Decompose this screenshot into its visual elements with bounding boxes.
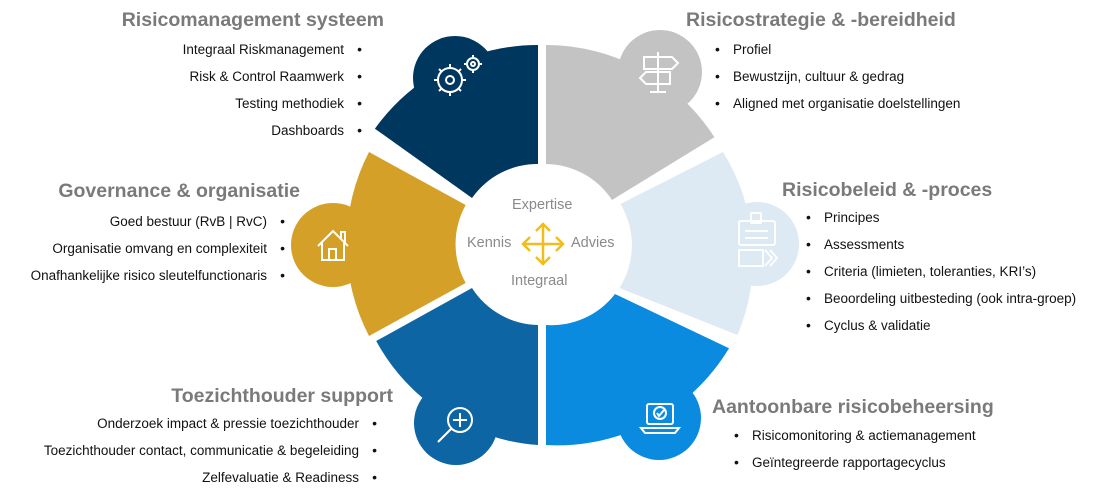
segment-risk-system[interactable] [374,44,538,198]
list-item: Geïntegreerde rapportagecyclus [734,449,976,476]
list-item: Principes [806,204,1076,231]
segment-governance[interactable] [346,152,466,336]
list-supervisor: Onderzoek impact & pressie toezichthoude… [44,410,377,491]
list-item: Onafhankelijke risico sleutelfunctionari… [31,262,285,289]
magnifier-plus-icon [437,407,473,443]
document-lock-icon [738,212,779,267]
list-item: Criteria (limieten, toleranties, KRI’s) [806,258,1076,285]
heading-control: Aantoonbare risicobeheersing [712,396,994,418]
list-item: Organisatie omvang en complexiteit [31,235,285,262]
list-item: Integraal Riskmanagement [183,36,362,63]
center-label-expertise: Expertise [512,197,573,213]
list-item: Onderzoek impact & pressie toezichthoude… [44,410,377,437]
list-item: Toezichthouder contact, communicatie & b… [44,437,377,464]
list-item: Risk & Control Raamwerk [183,63,362,90]
center-label-kennis: Kennis [467,235,512,251]
heading-policy: Risicobeleid & -proces [782,179,993,201]
list-item: Risicomonitoring & actiemanagement [734,422,976,449]
segment-policy[interactable] [619,152,754,335]
center-label-integraal: Integraal [511,273,568,289]
list-item: Beoordeling uitbesteding (ook intra-groe… [806,285,1076,312]
list-policy: Principes Assessments Criteria (limieten… [806,204,1076,339]
gears-icon [434,55,482,96]
signpost-icon [638,52,680,93]
center-arrows-icon [521,222,565,266]
list-item: Aligned met organisatie doelstellingen [715,90,960,117]
heading-governance: Governance & organisatie [58,180,300,202]
list-item: Profiel [715,36,960,63]
list-item: Dashboards [183,117,362,144]
heading-strategy: Risicostrategie & -bereidheid [686,9,956,31]
heading-risk-system: Risicomanagement systeem [121,9,384,31]
list-control: Risicomonitoring & actiemanagement Geïnt… [734,422,976,476]
laptop-check-icon [638,403,682,434]
segment-strategy[interactable] [546,45,715,200]
segment-supervisor[interactable] [376,288,538,445]
list-item: Cyclus & validatie [806,312,1076,339]
heading-supervisor: Toezichthouder support [171,385,393,407]
circle-risk-system [413,36,497,120]
list-item: Bewustzijn, cultuur & gedrag [715,63,960,90]
list-risk-system: Integraal Riskmanagement Risk & Control … [183,36,362,144]
list-governance: Goed bestuur (RvB | RvC) Organisatie omv… [31,208,285,289]
circle-supervisor [414,381,498,465]
list-item: Zelfevaluatie & Readiness [44,464,377,491]
list-item: Assessments [806,231,1076,258]
house-icon [317,229,349,261]
list-strategy: Profiel Bewustzijn, cultuur & gedrag Ali… [715,36,960,117]
segment-control[interactable] [546,294,729,446]
list-item: Goed bestuur (RvB | RvC) [31,208,285,235]
list-item: Testing methodiek [183,90,362,117]
center-label-advies: Advies [571,235,615,251]
circle-governance [291,203,375,287]
